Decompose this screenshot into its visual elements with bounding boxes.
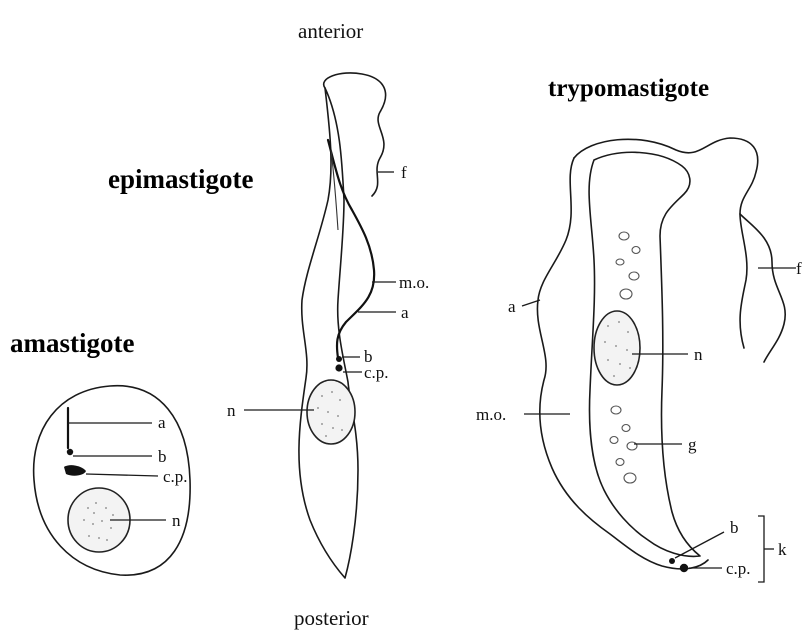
- trypomastigote-nucleus: [594, 311, 640, 385]
- amastigote-label-b: b: [158, 447, 167, 466]
- epimastigote-basal-body: [336, 356, 342, 362]
- epimastigote-label-a: a: [401, 303, 409, 322]
- epimastigote-kinetoplast: [335, 364, 342, 371]
- amastigote-kinetoplast: [64, 465, 86, 476]
- amastigote-label-a: a: [158, 413, 166, 432]
- trypomastigote-label-mo: m.o.: [476, 405, 506, 424]
- epimastigote-label-f: f: [401, 163, 407, 182]
- amastigote-label-cp: c.p.: [163, 467, 188, 486]
- trypomastigote-label-a: a: [508, 297, 516, 316]
- epimastigote-nucleus: [307, 380, 355, 444]
- epimastigote-label-n: n: [227, 401, 236, 420]
- trypomastigote-k-bracket: [758, 516, 764, 582]
- trypomastigote-label-f: f: [796, 259, 802, 278]
- posterior-label: posterior: [294, 606, 369, 630]
- epimastigote-label-mo: m.o.: [399, 273, 429, 292]
- epimastigote-flagellum-tip: [324, 73, 386, 196]
- epimastigote-label-cp: c.p.: [364, 363, 389, 382]
- trypomastigote-label-b: b: [730, 518, 739, 537]
- amastigote-figure: a b c.p. n: [34, 386, 191, 575]
- trypomastigote-label-cp: c.p.: [726, 559, 751, 578]
- epimastigote-figure: f m.o. a b c.p. n: [227, 73, 429, 578]
- trypomastigote-flagellum-free: [740, 214, 785, 362]
- trypomastigote-label-g: g: [688, 435, 697, 454]
- amastigote-cp-leader: [86, 474, 158, 476]
- trypomastigote-undulating-membrane: [574, 138, 758, 348]
- amastigote-basal-body: [67, 449, 73, 455]
- trypomastigote-title: trypomastigote: [548, 75, 709, 102]
- epimastigote-body: [299, 88, 358, 578]
- trypomastigote-figure: f a n m.o. g b c.p. k: [476, 138, 802, 582]
- anterior-label: anterior: [298, 19, 363, 43]
- amastigote-label-n: n: [172, 511, 181, 530]
- trypomastigote-kinetoplast: [680, 564, 688, 572]
- trypomastigote-label-k: k: [778, 540, 787, 559]
- epimastigote-title: epimastigote: [108, 164, 253, 194]
- trypomastigote-label-n: n: [694, 345, 703, 364]
- trypomastigote-basal-body: [669, 558, 675, 564]
- epimastigote-undulating-membrane: [328, 140, 374, 358]
- amastigote-title: amastigote: [10, 328, 134, 358]
